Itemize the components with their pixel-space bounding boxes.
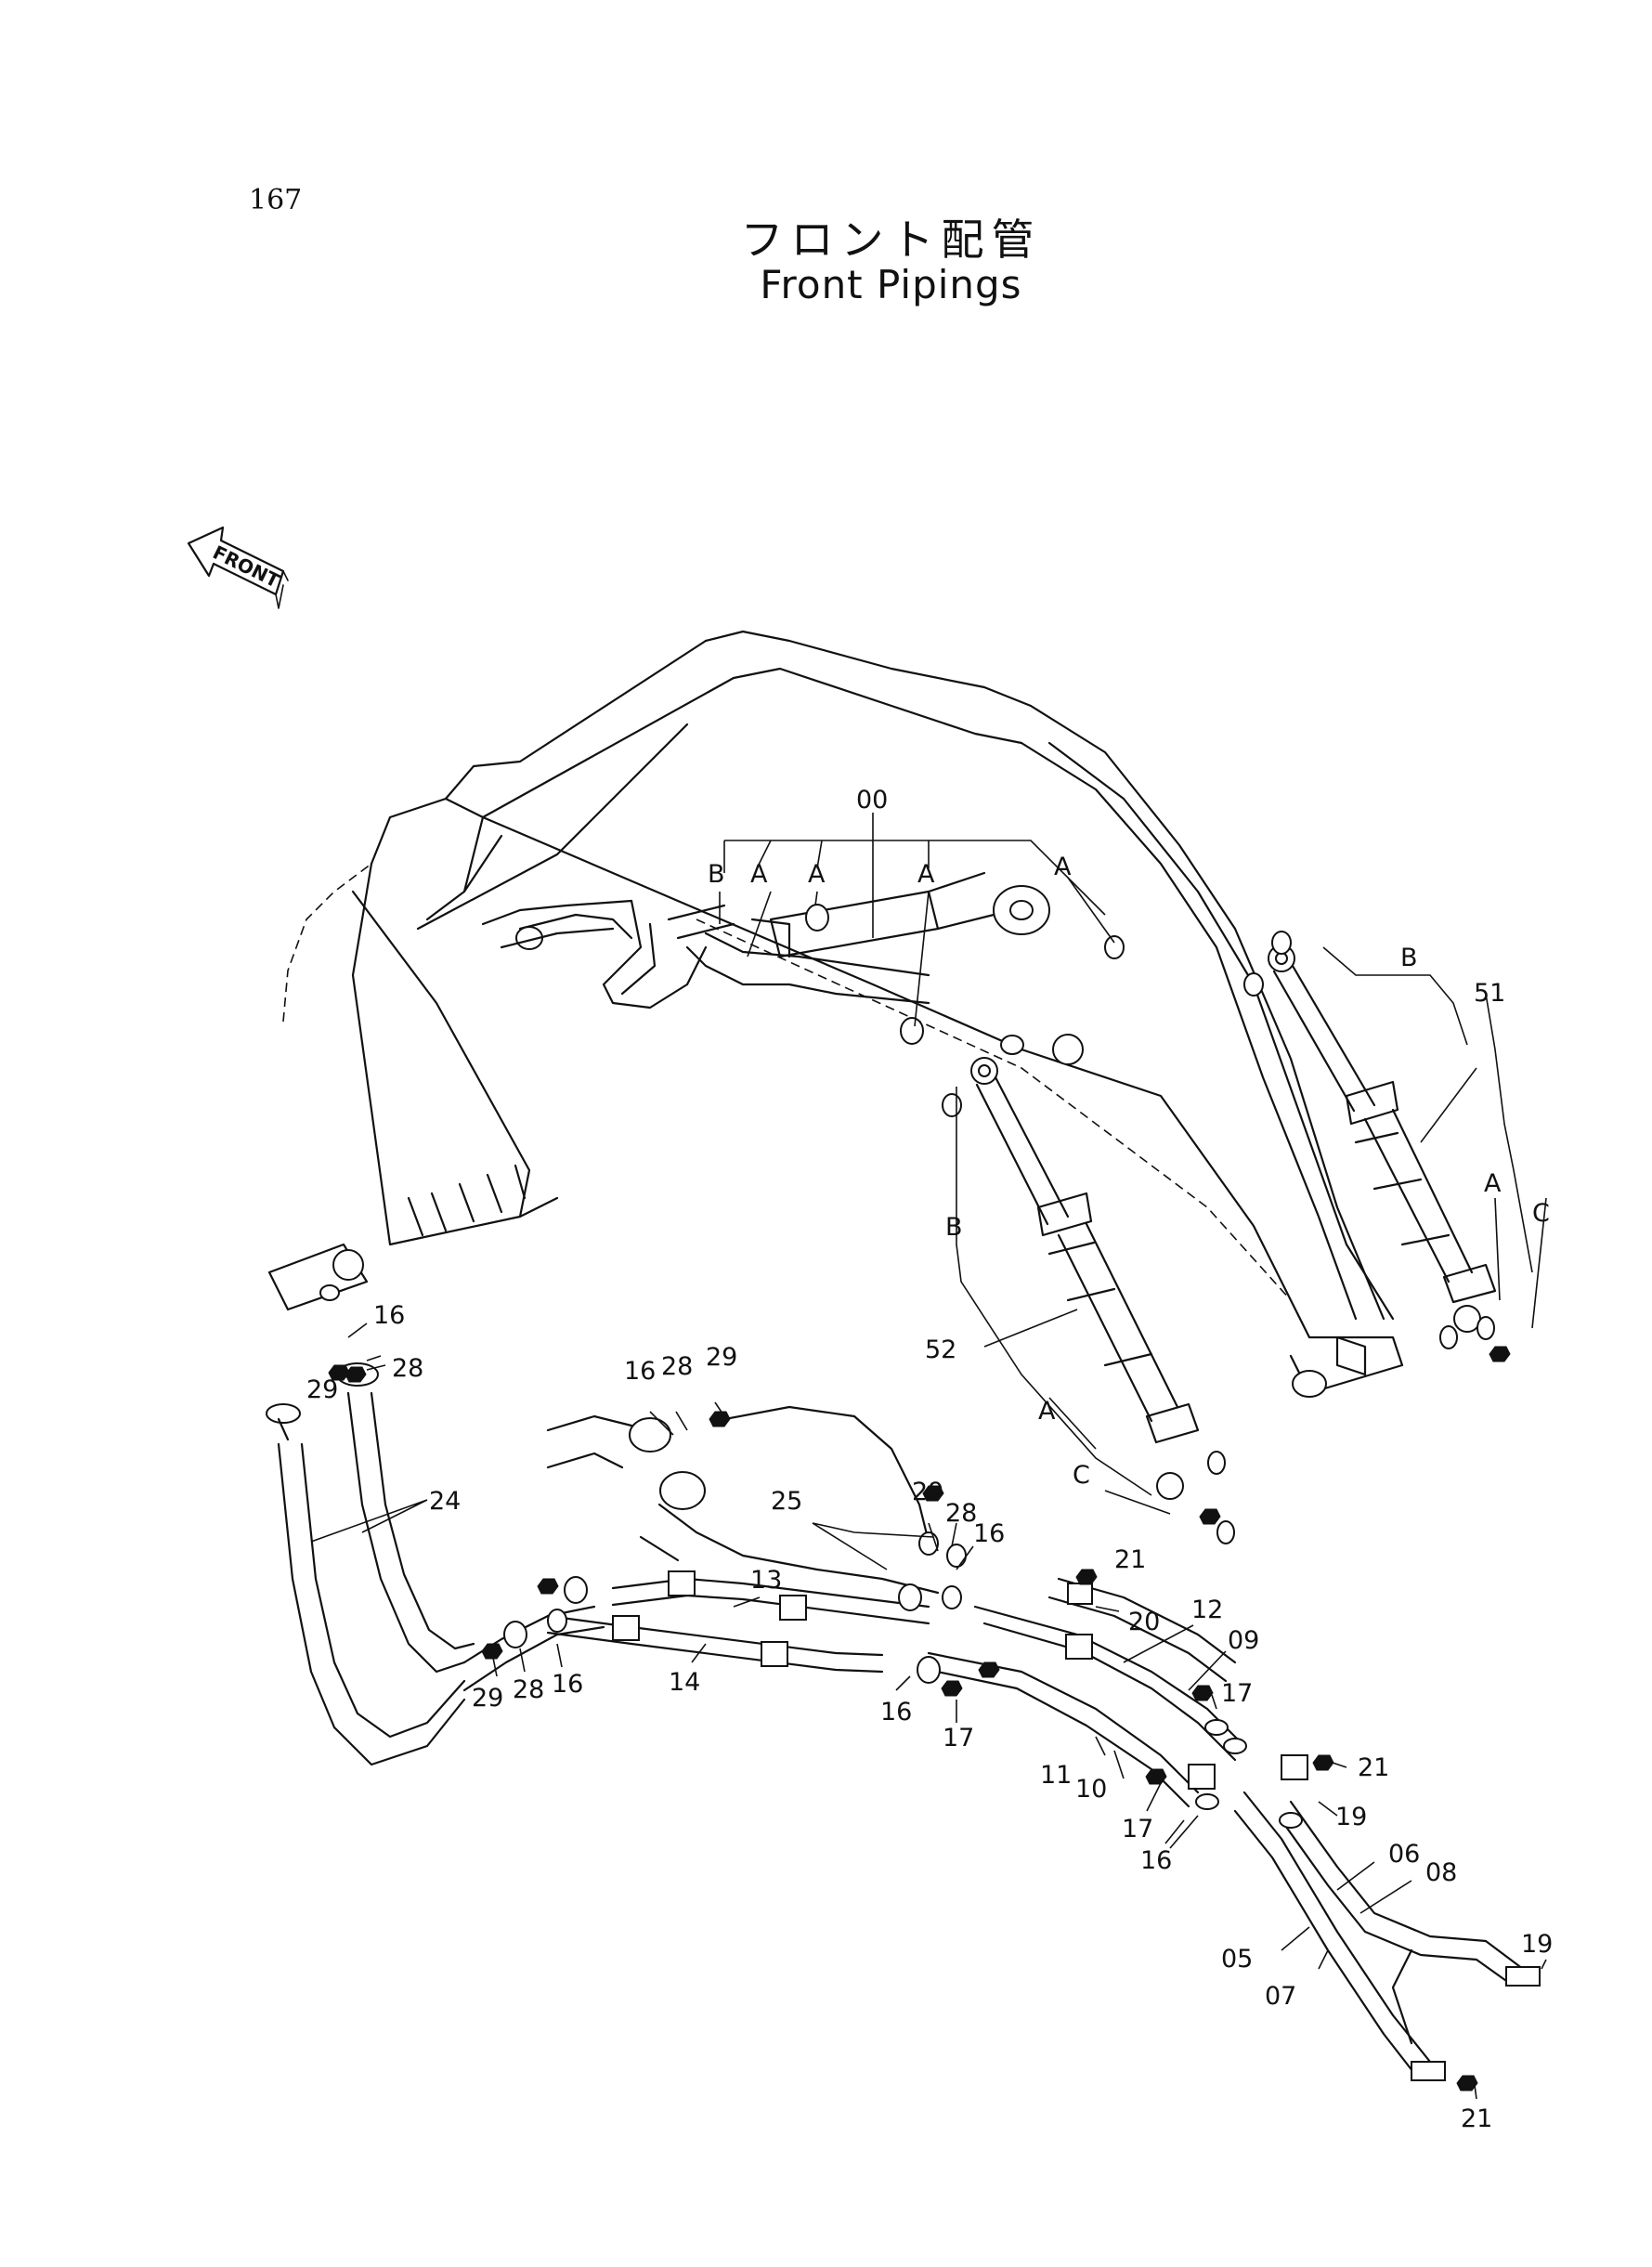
- callout-16: 16: [880, 1698, 912, 1726]
- callout-07: 07: [1265, 1982, 1296, 2011]
- leader-lines: [310, 813, 1547, 2100]
- callout-A: A: [1054, 853, 1072, 881]
- callout-13: 13: [750, 1566, 782, 1595]
- boom-cylinder-52: [970, 1057, 1235, 1544]
- callout-10: 10: [1075, 1775, 1107, 1804]
- callout-28: 28: [661, 1352, 693, 1381]
- callout-29: 29: [472, 1684, 503, 1713]
- hoses-25: [546, 1405, 940, 1595]
- callout-08: 08: [1425, 1858, 1457, 1887]
- callout-29: 29: [912, 1478, 943, 1506]
- callout-19: 19: [1335, 1803, 1367, 1831]
- callout-16: 16: [373, 1301, 405, 1330]
- callout-A: A: [1484, 1169, 1502, 1198]
- boom-structure: [462, 630, 1404, 1398]
- arm-cylinder-00: [515, 871, 1050, 958]
- callout-19: 19: [1521, 1930, 1553, 1959]
- page-number: 167: [249, 184, 303, 216]
- callout-16: 16: [552, 1670, 583, 1699]
- callout-25: 25: [771, 1487, 802, 1516]
- callout-28: 28: [392, 1354, 423, 1383]
- callout-21: 21: [1461, 2104, 1492, 2133]
- fittings: [328, 1364, 1334, 1785]
- callout-labels: 00 B A A A A B 51 A C B 52 A C 16 28 29 …: [306, 786, 1553, 2133]
- callout-16: 16: [1140, 1846, 1172, 1875]
- callout-A: A: [750, 860, 768, 889]
- callout-B: B: [945, 1213, 963, 1242]
- pins-and-washers: [805, 904, 1292, 1117]
- callout-17: 17: [943, 1724, 974, 1752]
- callout-20: 20: [1128, 1608, 1160, 1636]
- callout-17: 17: [1122, 1815, 1153, 1844]
- callout-00: 00: [856, 786, 888, 814]
- callout-06: 06: [1388, 1840, 1420, 1869]
- pipes-13-14: [546, 1570, 930, 1674]
- callout-24: 24: [429, 1487, 461, 1516]
- callout-12: 12: [1191, 1596, 1223, 1624]
- callout-29: 29: [306, 1375, 338, 1404]
- callout-16: 16: [973, 1519, 1005, 1548]
- callout-B: B: [1400, 944, 1418, 972]
- callout-28: 28: [945, 1499, 977, 1528]
- callout-05: 05: [1221, 1945, 1253, 1974]
- callout-A: A: [917, 860, 935, 889]
- bucket-cylinder-hoses: [481, 899, 930, 1010]
- callout-A: A: [1038, 1397, 1056, 1426]
- callout-C: C: [1532, 1199, 1550, 1228]
- callout-C: C: [1073, 1461, 1090, 1490]
- callout-21: 21: [1358, 1753, 1389, 1782]
- callout-11: 11: [1040, 1761, 1072, 1790]
- front-direction-arrow: FRONT: [187, 526, 289, 609]
- callout-28: 28: [513, 1675, 544, 1704]
- callout-21: 21: [1114, 1545, 1146, 1574]
- callout-14: 14: [669, 1668, 700, 1697]
- bucket-assembly: [282, 639, 735, 1246]
- callout-B: B: [708, 860, 725, 889]
- callout-09: 09: [1228, 1626, 1259, 1655]
- page-title-japanese: フロント配管: [740, 215, 1042, 265]
- page-title-english: Front Pipings: [760, 262, 1022, 307]
- callout-52: 52: [925, 1335, 956, 1364]
- callout-51: 51: [1474, 979, 1505, 1008]
- callout-A: A: [808, 860, 826, 889]
- boom-pipes-main: [927, 1605, 1541, 2091]
- callout-17: 17: [1221, 1679, 1253, 1708]
- callout-29: 29: [706, 1343, 737, 1372]
- boom-cylinder-51: [1268, 945, 1511, 1362]
- callout-16: 16: [624, 1357, 656, 1386]
